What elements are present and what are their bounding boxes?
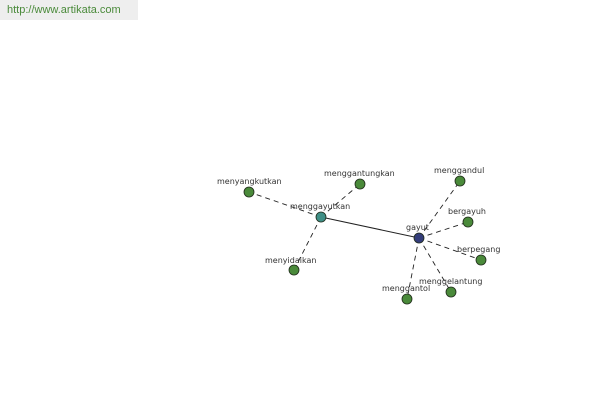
- node-label-menggantol[interactable]: menggantol: [382, 284, 430, 293]
- node-label-bergayuh[interactable]: bergayuh: [448, 207, 486, 216]
- node-menggandul[interactable]: [454, 175, 466, 187]
- node-label-menggayutkan[interactable]: menggayutkan: [290, 202, 350, 211]
- node-menggelantung[interactable]: [445, 286, 457, 298]
- node-menyidaikan[interactable]: [288, 264, 300, 276]
- node-label-berpegang[interactable]: berpegang: [457, 245, 500, 254]
- node-menggantol[interactable]: [401, 293, 413, 305]
- node-label-menggandul[interactable]: menggandul: [434, 166, 484, 175]
- node-menyangkutkan[interactable]: [243, 186, 255, 198]
- edge-gayut-berpegang: [418, 237, 482, 261]
- node-menggantungkan[interactable]: [354, 178, 366, 190]
- node-gayut[interactable]: [413, 232, 425, 244]
- node-berpegang[interactable]: [475, 254, 487, 266]
- nodes-layer: [243, 175, 487, 305]
- node-label-gayut[interactable]: gayut: [406, 223, 429, 232]
- source-url[interactable]: http://www.artikata.com: [0, 0, 138, 20]
- node-label-menyangkutkan[interactable]: menyangkutkan: [217, 177, 282, 186]
- edges-layer: [248, 180, 482, 300]
- edge-menggayutkan-menyangkutkan: [248, 191, 322, 218]
- edge-menggayutkan-menyidaikan: [293, 216, 322, 271]
- edge-gayut-menggayutkan: [320, 216, 420, 239]
- node-label-menyidaikan[interactable]: menyidaikan: [265, 256, 316, 265]
- node-menggayutkan[interactable]: [315, 211, 327, 223]
- edge-menggayutkan-menggantungkan: [320, 183, 361, 218]
- edge-gayut-menggandul: [418, 180, 461, 239]
- edge-gayut-menggantol: [406, 237, 420, 300]
- node-label-menggelantung[interactable]: menggelantung: [419, 277, 482, 286]
- labels-layer: gayut menggayutkan menyangkutkan menggantun…: [217, 166, 500, 293]
- node-label-menggantungkan[interactable]: menggantungkan: [324, 169, 395, 178]
- edge-gayut-menggelantung: [418, 237, 452, 293]
- node-bergayuh[interactable]: [462, 216, 474, 228]
